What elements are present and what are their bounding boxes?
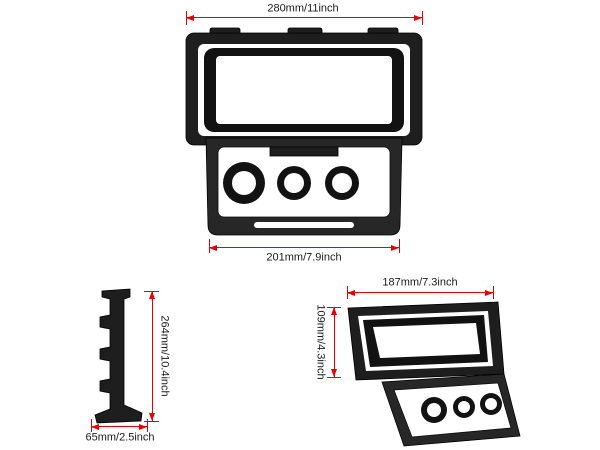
control-recess	[393, 382, 512, 438]
dimension-line-angled-screen-height	[330, 307, 337, 377]
dimension-line-side-depth	[91, 424, 147, 431]
dimension-line-front-top-width	[186, 15, 422, 22]
display-slot	[269, 146, 339, 157]
fascia-angled-view	[330, 296, 530, 448]
dimension-label-side-height: 264mm/10.4inch	[158, 315, 171, 397]
dimension-label-angled-screen-height: 109mm/4.3inch	[314, 304, 327, 380]
dimension-tick	[147, 419, 148, 432]
fascia-front-art	[185, 27, 423, 236]
dimension-tick	[493, 286, 494, 299]
dimension-tick	[347, 286, 348, 299]
dimension-label-angled-top-width: 187mm/7.3inch	[382, 276, 458, 289]
fascia-side-profile-view	[84, 287, 148, 427]
dimension-tick	[91, 419, 92, 432]
dimension-line-angled-top-width	[347, 290, 493, 297]
dimension-tick	[186, 11, 187, 25]
dimension-tick	[327, 307, 341, 308]
fascia-angled-art	[347, 301, 521, 447]
fascia-front-view	[184, 26, 424, 244]
dimension-label-side-depth: 65mm/2.5inch	[85, 431, 155, 444]
dimension-tick	[399, 239, 400, 253]
dimension-line-side-height	[148, 291, 155, 421]
side-profile-shape	[94, 288, 143, 424]
screen-opening	[373, 323, 480, 358]
dimension-label-front-top-width: 280mm/11inch	[267, 2, 339, 15]
dimension-label-front-lower-width: 201mm/7.9inch	[266, 251, 342, 264]
dimension-tick	[209, 239, 210, 253]
dimension-tick	[422, 11, 423, 25]
dimension-tick	[144, 421, 159, 422]
dimension-tick	[144, 291, 159, 292]
fascia-side-art	[94, 288, 143, 424]
bottom-slot	[254, 222, 354, 228]
dimension-tick	[327, 377, 341, 378]
screen-opening	[216, 56, 392, 124]
dimension-line-front-lower-width	[209, 245, 399, 252]
